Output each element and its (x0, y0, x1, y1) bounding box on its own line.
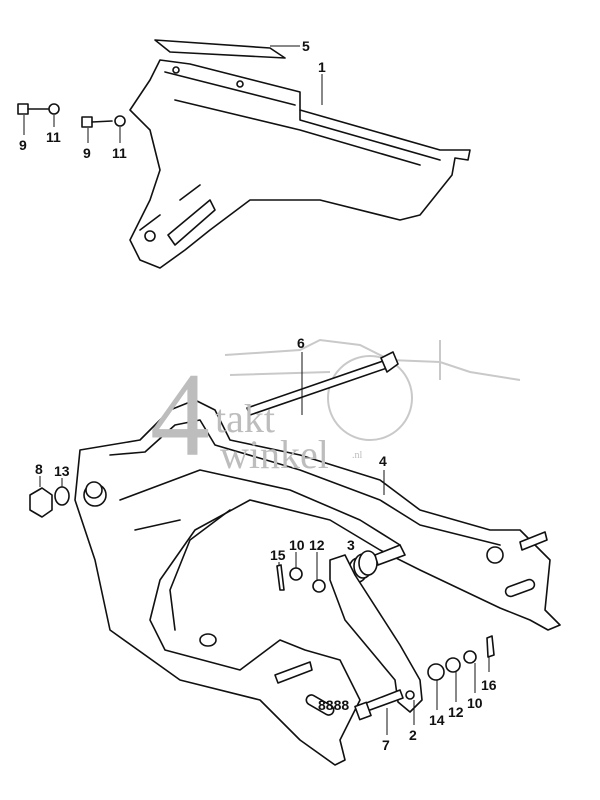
callout-12: 12 (309, 537, 325, 553)
callout-9: 9 (19, 137, 27, 153)
callout-8: 8 (35, 461, 43, 477)
spring (348, 544, 406, 583)
watermark-motorcycle-outline (224, 338, 521, 441)
callout-15: 15 (270, 547, 286, 563)
pivot-bolt (246, 351, 399, 416)
bolt-7 (354, 689, 404, 721)
callout-6: 6 (297, 335, 305, 351)
bolt-9b (81, 116, 113, 128)
callout-4: 4 (379, 453, 387, 469)
callout-5: 5 (302, 38, 310, 54)
callout-13: 13 (54, 463, 70, 479)
chain-case-seal (154, 39, 286, 59)
torque-link (329, 554, 423, 713)
nut-10b (463, 650, 477, 664)
callout-9: 9 (83, 145, 91, 161)
callout-14: 14 (429, 712, 445, 728)
callout-11: 11 (46, 129, 61, 145)
washer-14 (427, 663, 445, 681)
tick-marks: 8888 (318, 697, 349, 713)
washer-11a (48, 103, 60, 115)
callout-2: 2 (409, 727, 417, 743)
washer-13 (54, 486, 70, 506)
callouts: 5 1 9 11 9 11 6 4 13 8 15 10 12 3 16 10 … (19, 38, 497, 753)
washer-12b (445, 657, 461, 673)
callout-10: 10 (467, 695, 483, 711)
callout-16: 16 (481, 677, 497, 693)
nut-8 (29, 487, 53, 518)
bolt-9a (17, 103, 49, 115)
washer-12a (312, 579, 326, 593)
leader-lines (23, 45, 490, 735)
cotter-pin-16 (486, 635, 495, 658)
cotter-pin-15 (276, 564, 285, 591)
watermark-suffix: .nl (352, 450, 363, 461)
bushing (85, 481, 103, 499)
callout-10: 10 (289, 537, 305, 553)
nut-10a (289, 567, 303, 581)
callout-1: 1 (318, 59, 326, 75)
callout-7: 7 (382, 737, 390, 753)
callout-12: 12 (448, 704, 464, 720)
chain-case (129, 59, 471, 269)
washer-11b (114, 115, 126, 127)
callout-11: 11 (112, 145, 127, 161)
callout-3: 3 (347, 537, 355, 553)
